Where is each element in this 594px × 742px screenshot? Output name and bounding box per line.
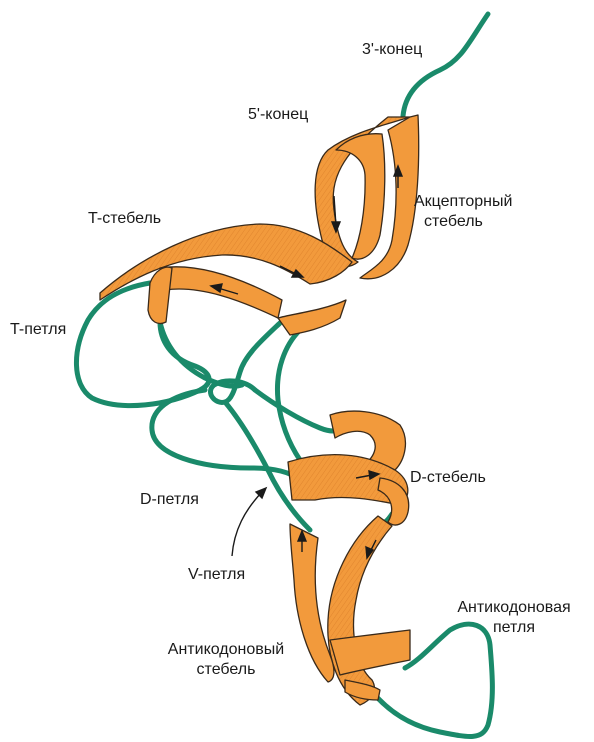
three-prime-strand bbox=[403, 14, 488, 116]
t-loop-strand bbox=[76, 283, 209, 406]
t-loop-label: T-петля bbox=[10, 320, 66, 339]
anticodon-loop-label-line1: Антикодоновая bbox=[436, 598, 592, 617]
acceptor-stem-label-line2: стебель bbox=[424, 212, 483, 231]
variable-strand-a bbox=[160, 322, 242, 386]
t-stem-left-curl bbox=[148, 267, 172, 323]
anticodon-loop-label-line2: петля bbox=[436, 618, 592, 637]
three-prime-end-label: 3'-конец bbox=[362, 40, 422, 59]
t-stem-bottom-ribbon bbox=[278, 300, 346, 335]
d-loop-strand-a bbox=[277, 330, 300, 460]
v-loop-pointer-arrow bbox=[232, 488, 266, 556]
anticodon-stem-label-line1: Антикодоновый bbox=[140, 640, 312, 659]
d-loop-label: D-петля bbox=[140, 490, 199, 509]
variable-strand-b bbox=[210, 323, 280, 402]
v-loop-label: V-петля bbox=[188, 565, 245, 584]
t-stem-label: T-стебель bbox=[88, 209, 161, 228]
d-stem-label: D-стебель bbox=[410, 468, 486, 487]
acceptor-stem-label-line1: Акцепторный bbox=[414, 192, 512, 211]
t-stem-return-ribbon bbox=[160, 267, 282, 318]
d-loop-strand-b bbox=[255, 390, 340, 431]
anticodon-stem-right-ribbon bbox=[328, 516, 392, 705]
five-prime-end-label: 5'-конец bbox=[248, 105, 308, 124]
anticodon-stem-label-line2: стебель bbox=[140, 660, 312, 679]
